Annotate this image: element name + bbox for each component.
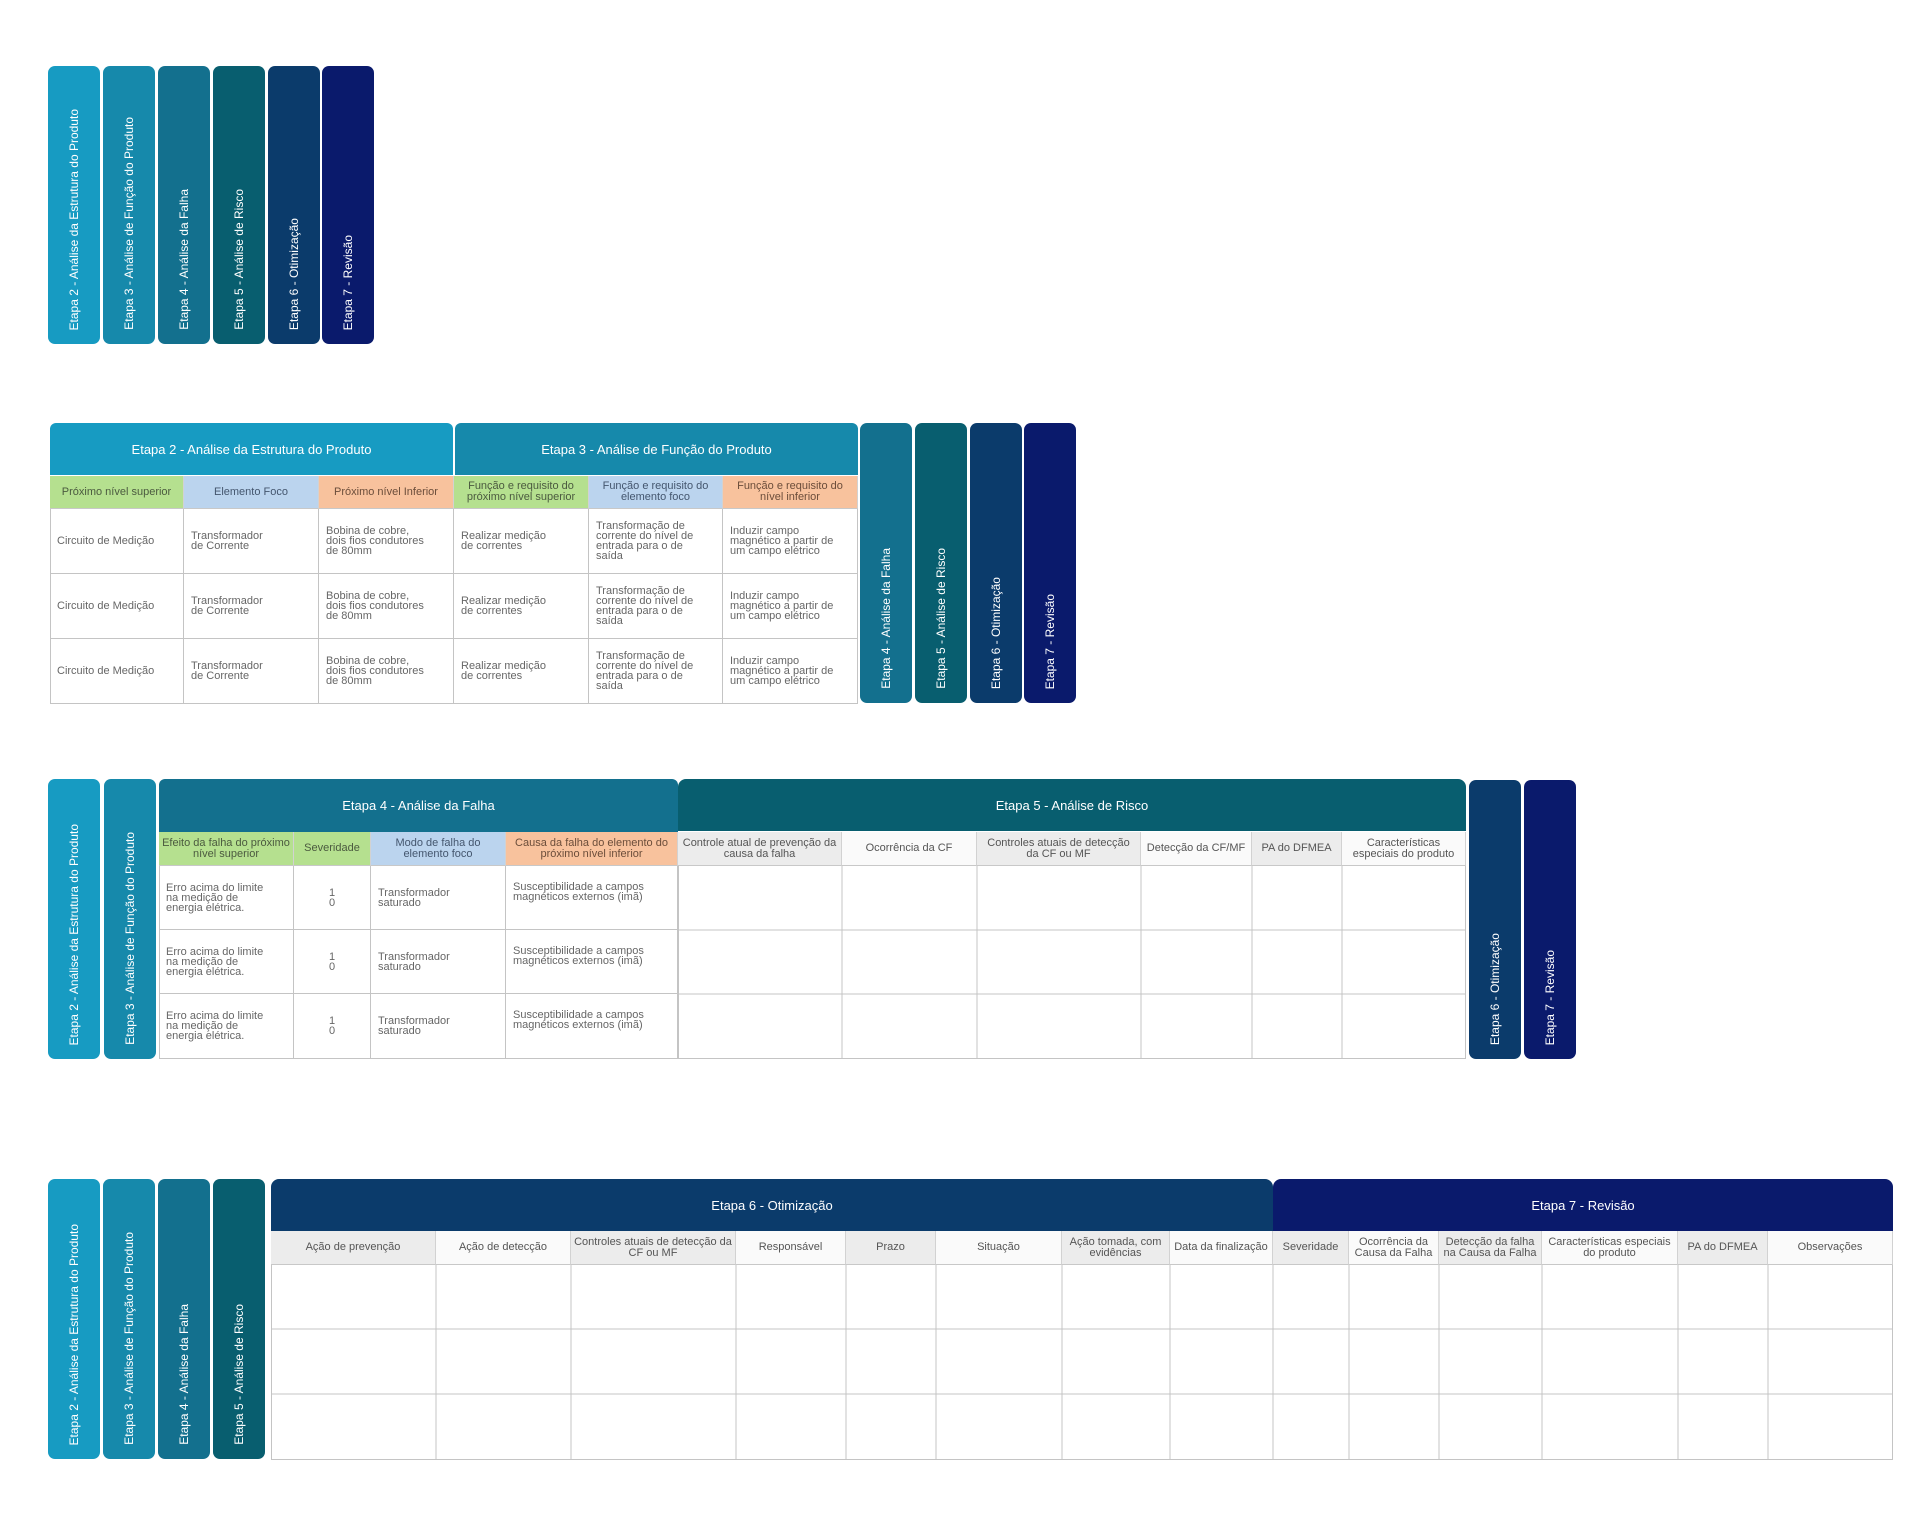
tab-etapa-3[interactable]: Etapa 3 - Análise de Função do Produto bbox=[103, 66, 155, 344]
optimization-grid bbox=[271, 1265, 1893, 1460]
column-header: Causa da falha do elemento do próximo ní… bbox=[506, 832, 678, 866]
tab-etapa-6[interactable]: Etapa 6 - Otimização bbox=[970, 423, 1022, 703]
column-header: Ação de prevenção bbox=[271, 1231, 436, 1265]
column-header: Características especiais do produto bbox=[1342, 832, 1466, 866]
column-header: Responsável bbox=[736, 1231, 846, 1265]
column-header: Data da finalização bbox=[1170, 1231, 1273, 1265]
tab-etapa-6[interactable]: Etapa 6 - Otimização bbox=[1469, 780, 1521, 1059]
risk-grid bbox=[678, 866, 1466, 1059]
header-etapa-2[interactable]: Etapa 2 - Análise da Estrutura do Produt… bbox=[50, 423, 453, 475]
table-cell: Susceptibilidade a campos magnéticos ext… bbox=[506, 994, 678, 1059]
column-header: Ação tomada, com evidências bbox=[1062, 1231, 1170, 1265]
column-header: Detecção da falha na Causa da Falha bbox=[1439, 1231, 1542, 1265]
header-etapa-6[interactable]: Etapa 6 - Otimização bbox=[271, 1179, 1273, 1231]
table-cell: Realizar medição de correntes bbox=[454, 639, 589, 704]
column-header: Situação bbox=[936, 1231, 1062, 1265]
column-header: Características especiais do produto bbox=[1542, 1231, 1678, 1265]
table-cell: Erro acima do limite na medição de energ… bbox=[159, 930, 294, 994]
table-cell: Induzir campo magnético a partir de um c… bbox=[723, 639, 858, 704]
table-cell: Realizar medição de correntes bbox=[454, 574, 589, 639]
column-header: Função e requisito do próximo nível supe… bbox=[454, 476, 589, 509]
column-header: PA do DFMEA bbox=[1252, 832, 1342, 866]
table-cell: Transformador saturado bbox=[371, 994, 506, 1059]
table-cell: Erro acima do limite na medição de energ… bbox=[159, 994, 294, 1059]
tab-etapa-7[interactable]: Etapa 7 - Revisão bbox=[1024, 423, 1076, 703]
table-cell: Transformador de Corrente bbox=[184, 639, 319, 704]
column-header: Detecção da CF/MF bbox=[1141, 832, 1252, 866]
tab-etapa-5[interactable]: Etapa 5 - Análise de Risco bbox=[213, 1179, 265, 1459]
tab-etapa-2[interactable]: Etapa 2 - Análise da Estrutura do Produt… bbox=[48, 779, 100, 1059]
table-cell: 1 0 bbox=[294, 866, 371, 930]
column-header: Observações bbox=[1768, 1231, 1893, 1265]
tab-etapa-4[interactable]: Etapa 4 - Análise da Falha bbox=[158, 1179, 210, 1459]
tab-etapa-2[interactable]: Etapa 2 - Análise da Estrutura do Produt… bbox=[48, 1179, 100, 1459]
table-cell: Circuito de Medição bbox=[50, 509, 184, 574]
column-header: Prazo bbox=[846, 1231, 936, 1265]
table-cell: 1 0 bbox=[294, 930, 371, 994]
table-cell: Susceptibilidade a campos magnéticos ext… bbox=[506, 930, 678, 994]
column-header: Função e requisito do nível inferior bbox=[723, 476, 858, 509]
table-cell: Transformação de corrente do nível de en… bbox=[589, 509, 723, 574]
table-cell: Induzir campo magnético a partir de um c… bbox=[723, 574, 858, 639]
column-header: Severidade bbox=[294, 832, 371, 866]
tab-etapa-7[interactable]: Etapa 7 - Revisão bbox=[322, 66, 374, 344]
column-header: Ocorrência da CF bbox=[842, 832, 977, 866]
table-cell: Transformador saturado bbox=[371, 930, 506, 994]
column-header: Efeito da falha do próximo nível superio… bbox=[159, 832, 294, 866]
table-cell: Susceptibilidade a campos magnéticos ext… bbox=[506, 866, 678, 930]
table-cell: Circuito de Medição bbox=[50, 639, 184, 704]
table-cell: Transformador de Corrente bbox=[184, 509, 319, 574]
table-cell: Transformação de corrente do nível de en… bbox=[589, 574, 723, 639]
column-header: Próximo nível superior bbox=[50, 476, 184, 509]
column-header: Controles atuais de detecção da CF ou MF bbox=[571, 1231, 736, 1265]
column-header: Modo de falha do elemento foco bbox=[371, 832, 506, 866]
table-cell: Bobina de cobre, dois fios condutores de… bbox=[319, 574, 454, 639]
table-cell: Erro acima do limite na medição de energ… bbox=[159, 866, 294, 930]
table-cell: Circuito de Medição bbox=[50, 574, 184, 639]
table-cell: Realizar medição de correntes bbox=[454, 509, 589, 574]
tab-etapa-5[interactable]: Etapa 5 - Análise de Risco bbox=[915, 423, 967, 703]
column-header: PA do DFMEA bbox=[1678, 1231, 1768, 1265]
table-cell: Bobina de cobre, dois fios condutores de… bbox=[319, 509, 454, 574]
tab-etapa-7[interactable]: Etapa 7 - Revisão bbox=[1524, 780, 1576, 1059]
table-cell: 1 0 bbox=[294, 994, 371, 1059]
tab-etapa-4[interactable]: Etapa 4 - Análise da Falha bbox=[860, 423, 912, 703]
table-cell: Transformador saturado bbox=[371, 866, 506, 930]
tab-etapa-4[interactable]: Etapa 4 - Análise da Falha bbox=[158, 66, 210, 344]
column-header: Elemento Foco bbox=[184, 476, 319, 509]
tab-etapa-3[interactable]: Etapa 3 - Análise de Função do Produto bbox=[104, 779, 156, 1059]
column-header: Ocorrência da Causa da Falha bbox=[1349, 1231, 1439, 1265]
tab-etapa-6[interactable]: Etapa 6 - Otimização bbox=[268, 66, 320, 344]
table-cell: Induzir campo magnético a partir de um c… bbox=[723, 509, 858, 574]
tab-etapa-2[interactable]: Etapa 2 - Análise da Estrutura do Produt… bbox=[48, 66, 100, 344]
header-etapa-3[interactable]: Etapa 3 - Análise de Função do Produto bbox=[455, 423, 858, 475]
header-etapa-7[interactable]: Etapa 7 - Revisão bbox=[1273, 1179, 1893, 1231]
tab-etapa-3[interactable]: Etapa 3 - Análise de Função do Produto bbox=[103, 1179, 155, 1459]
column-header: Função e requisito do elemento foco bbox=[589, 476, 723, 509]
header-etapa-5[interactable]: Etapa 5 - Análise de Risco bbox=[678, 779, 1466, 831]
tab-etapa-5[interactable]: Etapa 5 - Análise de Risco bbox=[213, 66, 265, 344]
column-header: Controles atuais de detecção da CF ou MF bbox=[977, 832, 1141, 866]
table-cell: Transformador de Corrente bbox=[184, 574, 319, 639]
column-header: Controle atual de prevenção da causa da … bbox=[678, 832, 842, 866]
table-cell: Transformação de corrente do nível de en… bbox=[589, 639, 723, 704]
header-etapa-4[interactable]: Etapa 4 - Análise da Falha bbox=[159, 779, 678, 832]
table-cell: Bobina de cobre, dois fios condutores de… bbox=[319, 639, 454, 704]
column-header: Ação de detecção bbox=[436, 1231, 571, 1265]
column-header: Próximo nível Inferior bbox=[319, 476, 454, 509]
column-header: Severidade bbox=[1273, 1231, 1349, 1265]
